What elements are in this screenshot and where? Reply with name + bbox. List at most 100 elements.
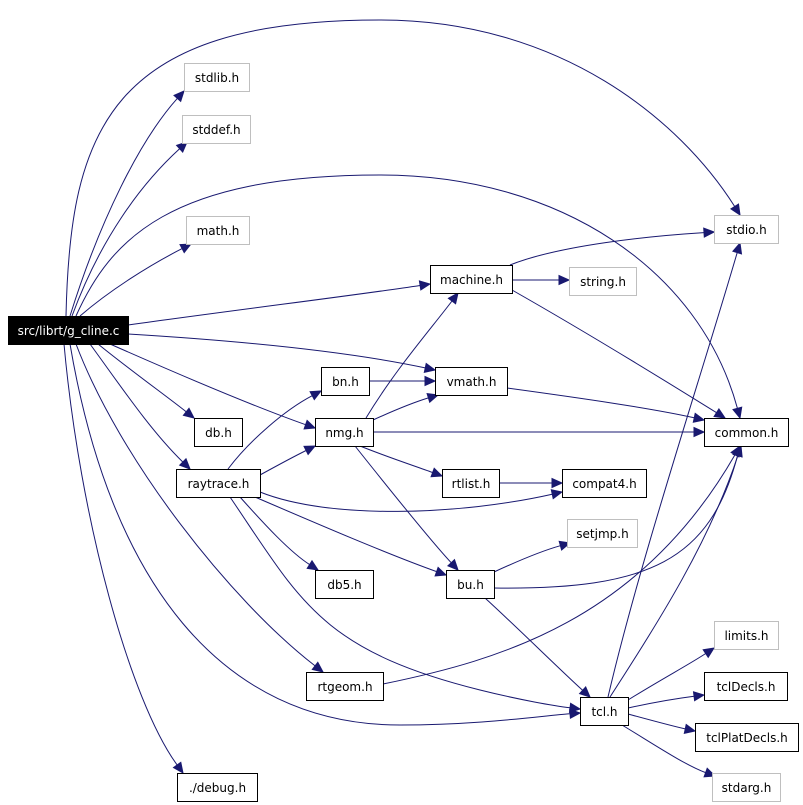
arrowhead-icon xyxy=(447,292,459,305)
edge-nmg-to-bu xyxy=(354,445,459,571)
node-label: limits.h xyxy=(724,629,768,643)
node-box xyxy=(194,418,243,447)
edge-line xyxy=(493,545,561,573)
edge-line xyxy=(506,387,695,419)
node-tclDecls[interactable]: tclDecls.h xyxy=(704,672,788,701)
arrowhead-icon xyxy=(173,90,185,103)
arrowhead-icon xyxy=(424,375,437,387)
edge-bu-to-common xyxy=(493,444,743,589)
arrowhead-icon xyxy=(172,761,184,774)
node-label: src/librt/g_cline.c xyxy=(18,324,120,338)
edge-tcl-to-common xyxy=(609,444,743,698)
arrowhead-icon xyxy=(693,426,706,438)
edge-tcl-to-limits xyxy=(627,647,716,701)
arrowhead-icon xyxy=(309,390,323,401)
node-box xyxy=(695,723,799,752)
node-nmg[interactable]: nmg.h xyxy=(315,418,374,447)
edge-line xyxy=(607,252,738,698)
edge-g_cline-to-nmg xyxy=(109,343,317,430)
edges-layer xyxy=(63,19,743,778)
node-box xyxy=(442,469,500,498)
edge-bu-to-tcl xyxy=(484,597,591,698)
node-g_cline[interactable]: src/librt/g_cline.c xyxy=(8,316,129,345)
edge-line xyxy=(65,19,736,317)
edge-line xyxy=(127,333,426,369)
edge-line xyxy=(75,174,738,409)
node-rtlist[interactable]: rtlist.h xyxy=(442,469,500,498)
node-box xyxy=(704,672,788,701)
node-stddef[interactable]: stddef.h xyxy=(182,115,251,144)
edge-g_cline-to-raytrace xyxy=(89,343,191,470)
node-label: raytrace.h xyxy=(188,477,250,491)
edge-line xyxy=(254,496,437,573)
node-tcl[interactable]: tcl.h xyxy=(580,697,629,726)
node-label: setjmp.h xyxy=(576,527,628,541)
edge-line xyxy=(627,713,686,730)
edge-g_cline-to-common xyxy=(75,174,743,420)
node-label: vmath.h xyxy=(447,375,497,389)
arrowhead-icon xyxy=(175,141,188,154)
arrowhead-icon xyxy=(732,406,743,420)
node-math[interactable]: math.h xyxy=(186,216,250,245)
node-machine[interactable]: machine.h xyxy=(430,265,513,294)
arrowhead-icon xyxy=(182,407,195,419)
edge-line xyxy=(229,496,571,709)
node-label: ./debug.h xyxy=(189,781,246,795)
edge-line xyxy=(484,597,583,691)
edge-line xyxy=(493,455,738,589)
node-stdlib[interactable]: stdlib.h xyxy=(184,63,250,92)
node-stdarg[interactable]: stdarg.h xyxy=(712,773,781,802)
arrowhead-icon xyxy=(713,407,727,419)
node-db[interactable]: db.h xyxy=(194,418,243,447)
edge-g_cline-to-math xyxy=(79,243,193,317)
edge-line xyxy=(621,724,706,774)
edge-line xyxy=(259,491,553,512)
edge-raytrace-to-bn xyxy=(227,390,323,470)
edge-line xyxy=(627,653,706,701)
arrowhead-icon xyxy=(303,419,317,430)
node-box xyxy=(8,316,129,345)
node-stdio[interactable]: stdio.h xyxy=(714,215,779,244)
edge-line xyxy=(109,343,306,426)
node-vmath[interactable]: vmath.h xyxy=(435,367,508,396)
node-raytrace[interactable]: raytrace.h xyxy=(176,469,261,498)
edge-bn-to-vmath xyxy=(369,375,437,387)
node-box xyxy=(714,621,779,650)
node-bu[interactable]: bu.h xyxy=(446,570,495,599)
edge-nmg-to-machine xyxy=(365,292,459,419)
edge-line xyxy=(239,496,310,566)
node-label: tcl.h xyxy=(591,705,617,719)
edge-line xyxy=(509,232,705,266)
node-bn[interactable]: bn.h xyxy=(321,367,370,396)
node-label: tclPlatDecls.h xyxy=(706,731,788,745)
arrowhead-icon xyxy=(732,241,743,255)
node-debug[interactable]: ./debug.h xyxy=(177,773,258,802)
node-compat4[interactable]: compat4.h xyxy=(562,469,647,498)
arrowhead-icon xyxy=(430,467,444,478)
node-common[interactable]: common.h xyxy=(704,418,789,447)
arrowhead-icon xyxy=(423,362,437,373)
edge-g_cline-to-rtgeom xyxy=(75,343,324,673)
node-label: tclDecls.h xyxy=(717,680,776,694)
node-box xyxy=(177,773,258,802)
node-label: rtlist.h xyxy=(452,477,491,491)
edge-line xyxy=(627,695,695,709)
arrowhead-icon xyxy=(306,559,320,571)
edge-raytrace-to-compat4 xyxy=(259,489,564,512)
node-tclPlatDecls[interactable]: tclPlatDecls.h xyxy=(695,723,799,752)
node-box xyxy=(580,697,629,726)
node-db5[interactable]: db5.h xyxy=(315,570,374,599)
node-label: nmg.h xyxy=(325,426,363,440)
edge-g_cline-to-vmath xyxy=(127,333,437,373)
arrowhead-icon xyxy=(703,227,716,238)
node-setjmp[interactable]: setjmp.h xyxy=(567,519,638,548)
edge-g_cline-to-stdlib xyxy=(69,90,185,317)
edge-line xyxy=(359,445,433,473)
node-rtgeom[interactable]: rtgeom.h xyxy=(306,672,384,701)
node-limits[interactable]: limits.h xyxy=(714,621,779,650)
edge-line xyxy=(89,343,184,463)
node-string[interactable]: string.h xyxy=(569,267,637,296)
edge-bu-to-setjmp xyxy=(493,540,572,573)
node-box xyxy=(176,469,261,498)
edge-line xyxy=(79,248,183,317)
